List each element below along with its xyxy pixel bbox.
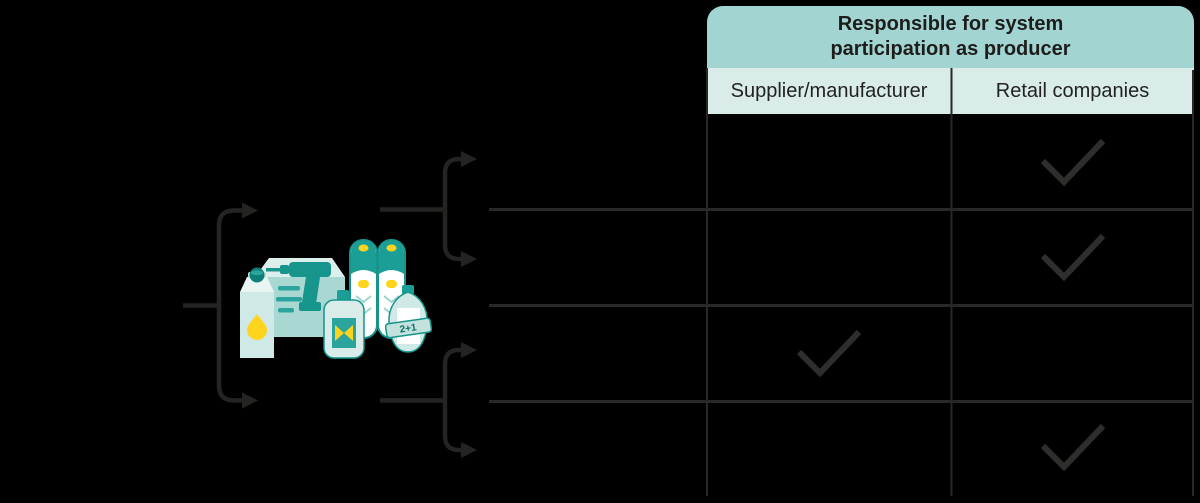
bracket-arrows	[183, 208, 243, 403]
products-illustration: 2+1	[240, 239, 432, 359]
table-header-line2: participation as producer	[830, 38, 1071, 60]
column-header-supplier: Supplier/manufacturer	[730, 79, 928, 102]
upper-fork-arrowheads	[461, 151, 477, 267]
cell-row3-supplier	[707, 305, 951, 401]
cell-row4-retail	[951, 401, 1194, 493]
cell-row2-retail	[951, 209, 1194, 305]
upper-fork-arrows	[380, 156, 462, 262]
column-header-retail: Retail companies	[995, 79, 1150, 102]
bottle-label: 2+1	[399, 322, 418, 335]
checkmark-icon	[1040, 138, 1105, 186]
lower-fork-arrowheads	[461, 342, 477, 458]
beverage-carton-icon	[240, 267, 274, 358]
cell-row1-retail	[951, 114, 1194, 209]
table-grid	[489, 68, 1194, 496]
pouch-with-bow-icon	[323, 290, 365, 359]
checkmark-icon	[796, 329, 862, 378]
bracket-arrowheads	[242, 202, 258, 409]
checkmark-icon	[1040, 233, 1105, 282]
table-header-line1: Responsible for system	[837, 13, 1064, 35]
lower-fork-arrows	[380, 347, 462, 453]
bottle-icon: 2+1	[384, 285, 432, 353]
checkmark-icon	[1040, 423, 1105, 472]
table-header: Responsible for system participation as …	[707, 6, 1194, 68]
